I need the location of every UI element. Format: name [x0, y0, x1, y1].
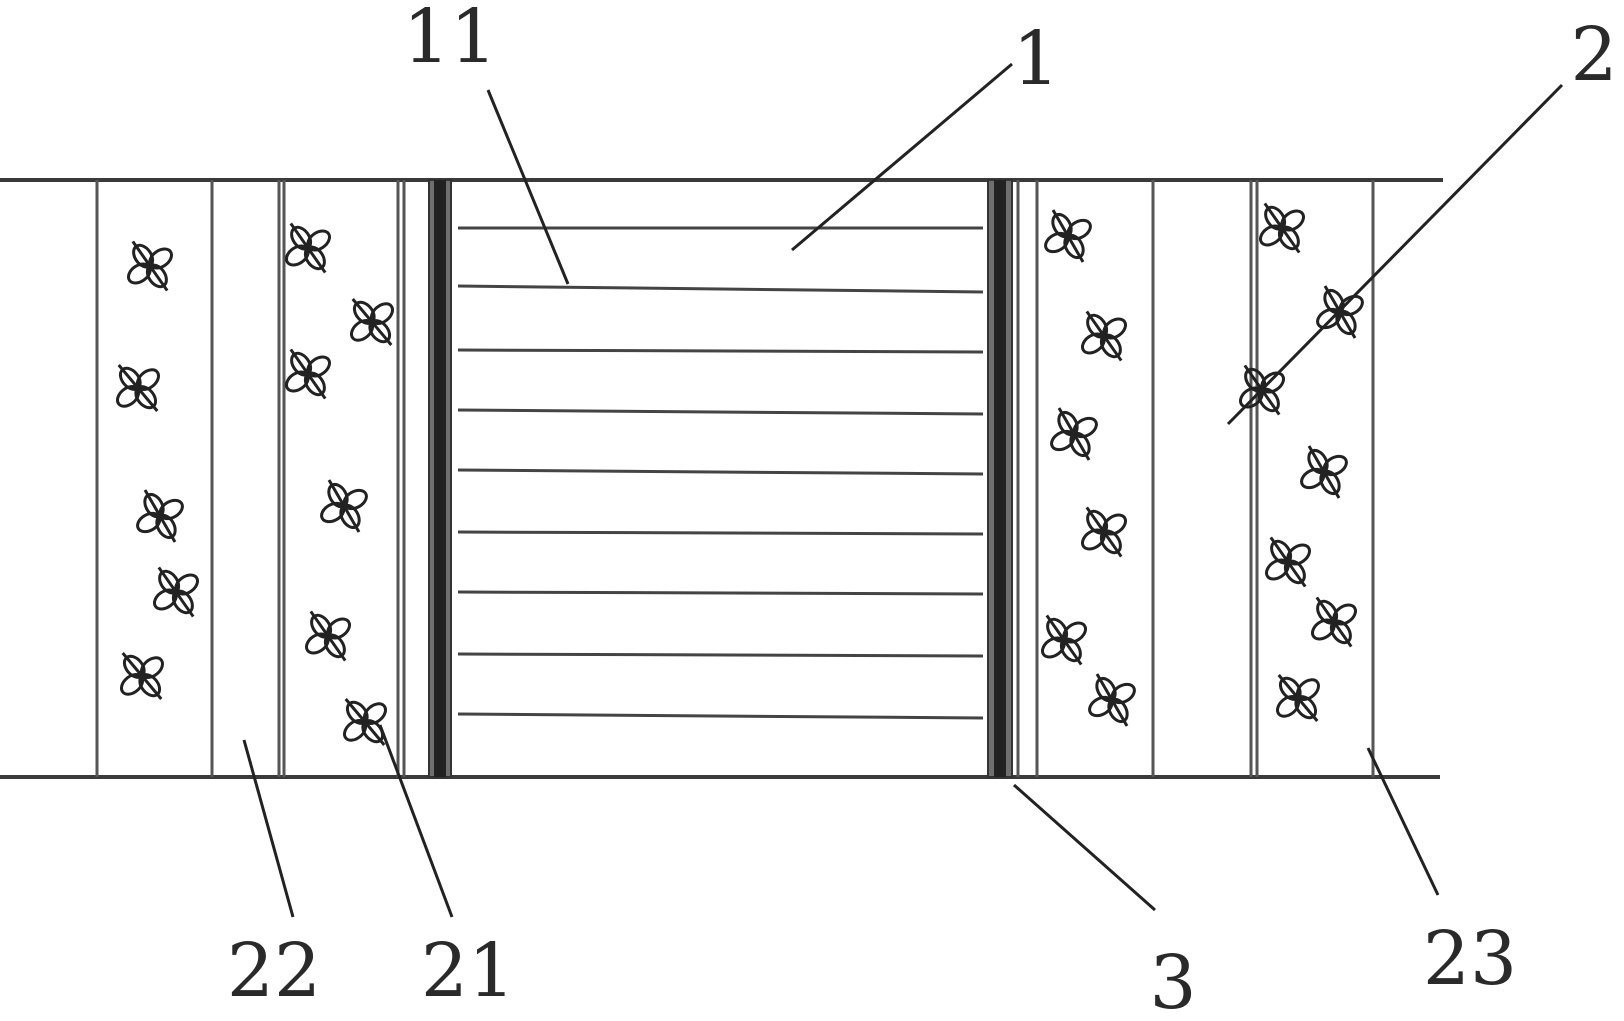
plant-icon	[1265, 536, 1311, 588]
plant-icon	[285, 348, 331, 400]
plant-icon	[1050, 407, 1098, 461]
leader-plants	[378, 724, 454, 918]
plant-icon	[343, 698, 387, 746]
plants-layer	[116, 202, 1364, 746]
leader-center-section	[791, 62, 1013, 252]
plant-icon	[1081, 506, 1127, 558]
plant-icon	[1300, 445, 1348, 499]
label-edge-barrier: 3	[1149, 940, 1196, 1021]
plant-icon	[1081, 310, 1127, 362]
label-outer-band-left: 22	[227, 928, 321, 1014]
leader-outer-left	[242, 739, 295, 918]
leader-slat	[486, 89, 570, 285]
label-center-section: 1	[1012, 16, 1059, 102]
center-slat-lines	[457, 226, 984, 720]
plant-icon	[1041, 614, 1087, 666]
plant-icon	[153, 566, 199, 618]
plant-icon	[1311, 596, 1357, 648]
label-slat-line: 11	[403, 0, 497, 80]
leader-planting-strip	[1226, 83, 1564, 426]
right-edge-barrier	[987, 179, 1013, 778]
label-outer-band-right: 23	[1423, 916, 1517, 1002]
plant-icon	[120, 652, 164, 700]
plant-icon	[1276, 674, 1320, 722]
plant-icon	[285, 222, 331, 274]
left-edge-barrier	[428, 179, 452, 778]
plant-icon	[136, 489, 184, 543]
plant-icon	[127, 240, 173, 292]
plant-icon	[1044, 209, 1092, 263]
label-plants: 21	[421, 928, 515, 1014]
label-planting-strip: 2	[1570, 12, 1617, 98]
plant-icon	[1259, 202, 1305, 254]
leader-outer-right	[1366, 747, 1440, 896]
right-planting-band	[1016, 180, 1375, 777]
plant-icon	[320, 479, 368, 533]
plant-icon	[116, 364, 160, 412]
leader-lines	[242, 62, 1564, 918]
leader-barrier	[1013, 783, 1156, 912]
plant-icon	[350, 298, 394, 346]
left-planting-band	[95, 180, 406, 777]
plant-icon	[305, 610, 351, 662]
plant-icon	[1088, 673, 1136, 727]
